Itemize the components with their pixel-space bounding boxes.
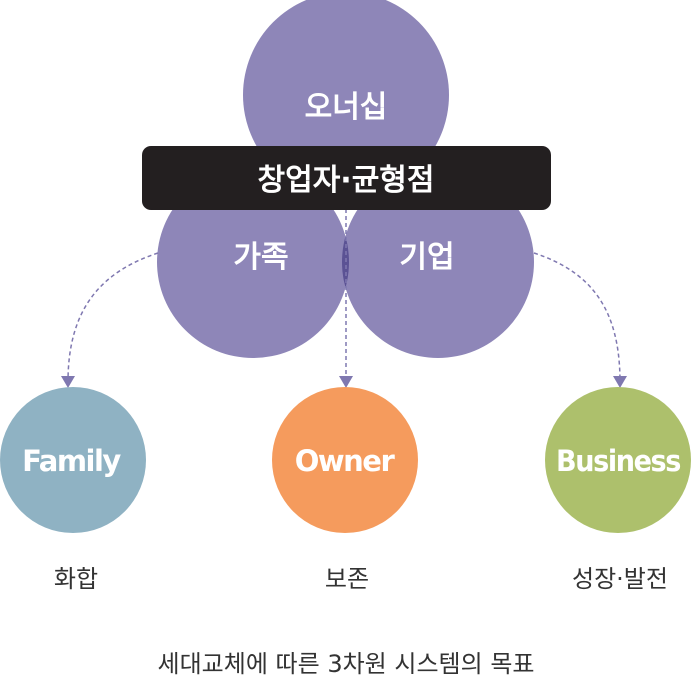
arrow-to-business <box>533 252 627 388</box>
left-circle-label: 가족 <box>233 240 288 275</box>
owner-label: Owner <box>295 444 396 478</box>
right-circle <box>342 166 534 358</box>
business-label: Business <box>556 444 680 478</box>
family-caption: 화합 <box>54 565 98 593</box>
family-label: Family <box>22 444 121 478</box>
top-circle-label: 오너십 <box>305 90 388 125</box>
left-circle <box>157 166 349 358</box>
bar-label: 창업자·균형점 <box>258 163 435 198</box>
diagram-caption: 세대교체에 따른 3차원 시스템의 목표 <box>158 650 535 678</box>
balance-bar <box>142 146 551 210</box>
family-circle <box>0 387 146 533</box>
arrow-to-family <box>61 252 159 388</box>
owner-caption: 보존 <box>325 565 369 593</box>
business-caption: 성장·발전 <box>572 565 668 593</box>
owner-circle <box>272 387 418 533</box>
right-circle-label: 기업 <box>399 240 454 275</box>
business-circle <box>545 387 691 533</box>
